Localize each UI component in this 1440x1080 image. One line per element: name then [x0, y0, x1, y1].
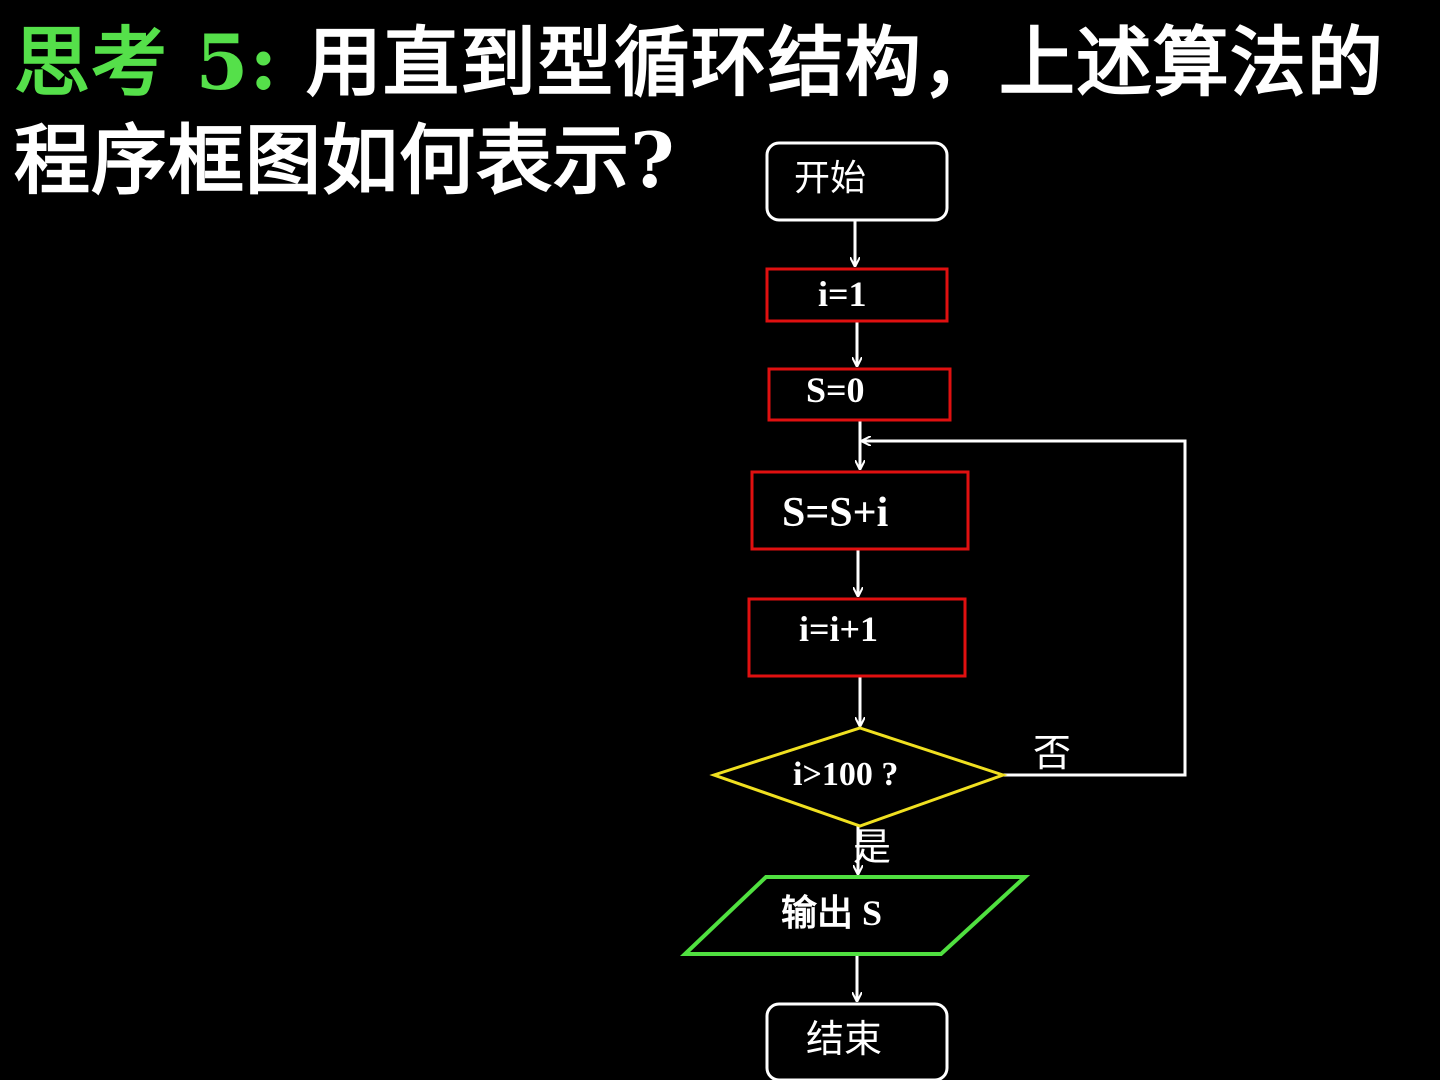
condition-node-label: i>100 ? [793, 756, 898, 793]
accumulate-node-shape [750, 470, 970, 551]
init-i-node: i=1 [765, 267, 949, 323]
condition-node: i>100 ? [709, 726, 1008, 828]
loop-back-no-branch [862, 441, 1187, 777]
output-node: 输出 S [679, 875, 1031, 956]
increment-node-shape [747, 597, 967, 678]
condition-node-shape [709, 726, 1008, 828]
title-prefix: 思考 5: [14, 18, 279, 107]
end-node-shape [765, 1002, 949, 1080]
start-node-shape [765, 141, 949, 222]
init-s-node: S=0 [767, 367, 952, 422]
connectors [855, 220, 1187, 1001]
end-node-label: 结束 [806, 1017, 882, 1061]
accumulate-node-label: S=S+i [782, 490, 889, 536]
init-i-node-shape [765, 267, 949, 323]
output-node-shape [679, 875, 1031, 956]
init-s-node-label: S=0 [806, 370, 865, 410]
start-node: 开始 [765, 141, 949, 222]
title-text: 用直到型循环结构，上述算法的程序框图如何表示? [14, 18, 1384, 205]
slide-title: 思考 5: 用直到型循环结构，上述算法的程序框图如何表示? [14, 14, 1424, 210]
output-node-label: 输出 S [781, 893, 882, 933]
end-node: 结束 [765, 1002, 949, 1080]
increment-node: i=i+1 [747, 597, 967, 678]
yes-branch-label: 是 [853, 825, 891, 869]
no-branch-label: 否 [1033, 731, 1071, 775]
start-node-label: 开始 [794, 158, 866, 199]
increment-node-label: i=i+1 [799, 609, 878, 649]
init-i-node-label: i=1 [818, 274, 867, 314]
init-s-node-shape [767, 367, 952, 422]
accumulate-node: S=S+i [750, 470, 970, 551]
